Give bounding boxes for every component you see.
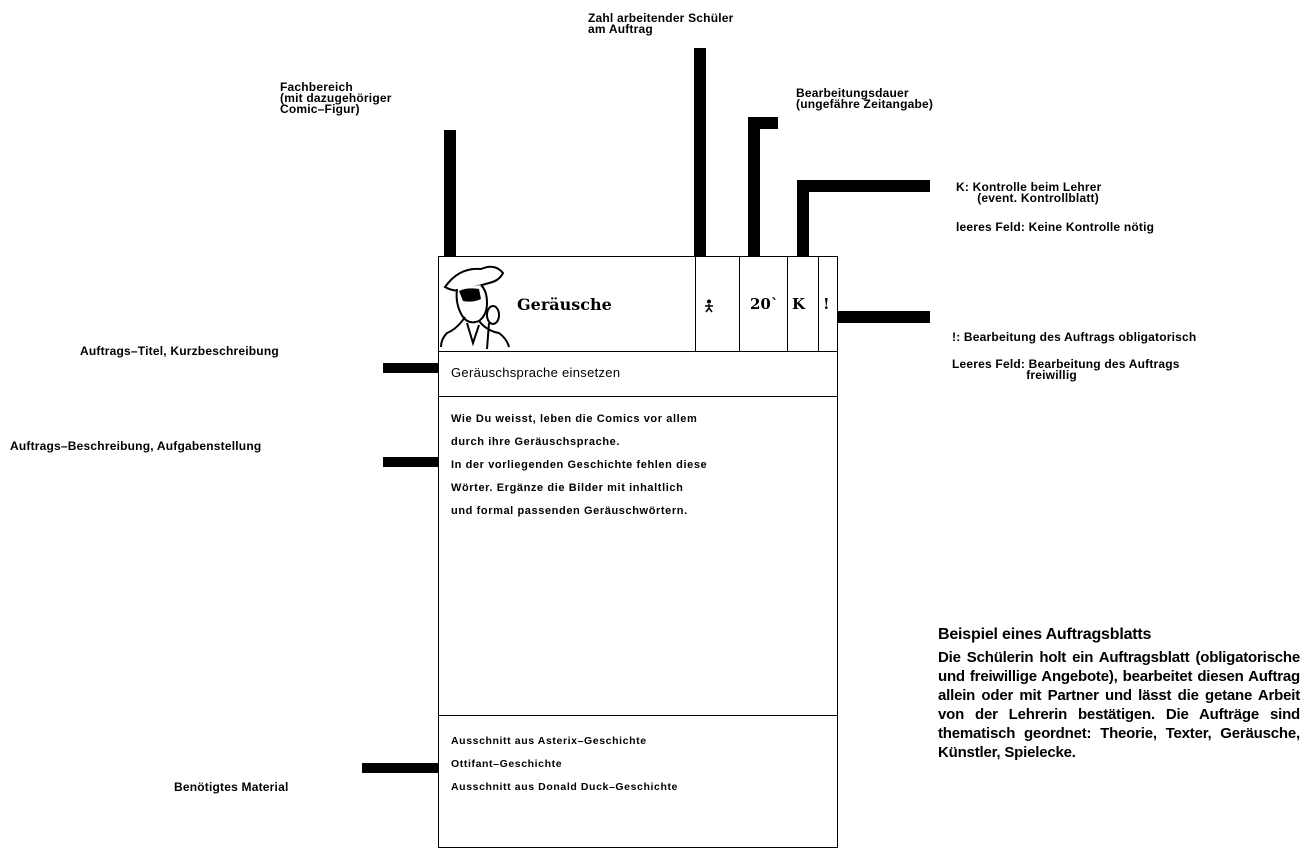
label-obligatorisch: !: Bearbeitung des Auftrags obligatorisc… bbox=[952, 330, 1197, 344]
mandatory-value: ! bbox=[823, 295, 830, 313]
connector-kontrolle-h bbox=[797, 180, 930, 192]
connector-schueler bbox=[694, 48, 706, 257]
label-auftrags-titel: Auftrags–Titel, Kurzbeschreibung bbox=[80, 344, 279, 358]
label-kontrolle: K: Kontrolle beim Lehrer (event. Kontrol… bbox=[956, 180, 1102, 205]
connector-kontrolle-v bbox=[797, 180, 809, 257]
control-value: K bbox=[792, 295, 806, 313]
label-material: Benötigtes Material bbox=[174, 780, 289, 794]
material-item: Ausschnitt aus Asterix–Geschichte bbox=[451, 735, 647, 747]
caption-heading: Beispiel eines Auftragsblatts bbox=[938, 626, 1152, 643]
connector-dauer-v bbox=[748, 117, 760, 257]
label-freiwillig: Leeres Feld: Bearbeitung des Auftrags fr… bbox=[952, 357, 1180, 382]
description-line: Wie Du weisst, leben die Comics vor alle… bbox=[451, 413, 698, 425]
duration-value: 20` bbox=[750, 295, 779, 313]
header-divider bbox=[818, 257, 819, 351]
description-line: und formal passenden Geräuschwörtern. bbox=[451, 505, 688, 517]
description-line: Wörter. Ergänze die Bilder mit inhaltlic… bbox=[451, 482, 684, 494]
card-description: Wie Du weisst, leben die Comics vor alle… bbox=[451, 413, 707, 528]
material-item: Ausschnitt aus Donald Duck–Geschichte bbox=[451, 781, 679, 793]
description-line: In der vorliegenden Geschichte fehlen di… bbox=[451, 459, 708, 471]
material-separator bbox=[439, 715, 837, 716]
connector-titel bbox=[383, 363, 439, 373]
connector-beschreibung bbox=[383, 457, 439, 467]
person-icon bbox=[705, 299, 713, 313]
material-item: Ottifant–Geschichte bbox=[451, 758, 563, 770]
comic-figure-icon bbox=[440, 265, 510, 350]
card-subtitle-row: Geräuschsprache einsetzen bbox=[439, 352, 837, 397]
card-material: Ausschnitt aus Asterix–Geschichte Ottifa… bbox=[451, 735, 678, 804]
label-bearbeitungsdauer: Bearbeitungsdauer (ungefähre Zeitangabe) bbox=[796, 86, 934, 111]
card-subtitle: Geräuschsprache einsetzen bbox=[451, 365, 621, 380]
header-divider bbox=[739, 257, 740, 351]
auftragsblatt-card: Geräusche 20` K ! Geräuschsprache einset… bbox=[438, 256, 838, 848]
connector-fachbereich bbox=[444, 130, 456, 257]
connector-material bbox=[362, 763, 439, 773]
header-divider bbox=[695, 257, 696, 351]
connector-dauer-h bbox=[748, 117, 778, 129]
label-zahl-schueler: Zahl arbeitender Schüler am Auftrag bbox=[588, 11, 734, 36]
label-auftrags-beschreibung: Auftrags–Beschreibung, Aufgabenstellung bbox=[10, 439, 262, 453]
label-keine-kontrolle: leeres Feld: Keine Kontrolle nötig bbox=[956, 220, 1155, 234]
label-fachbereich: Fachbereich (mit dazugehöriger Comic–Fig… bbox=[280, 80, 392, 116]
description-line: durch ihre Geräuschsprache. bbox=[451, 436, 621, 448]
card-header: Geräusche 20` K ! bbox=[439, 257, 837, 352]
card-title: Geräusche bbox=[517, 295, 612, 314]
caption-body: Die Schülerin holt ein Auftragsblatt (ob… bbox=[938, 649, 1300, 761]
header-divider bbox=[787, 257, 788, 351]
connector-obligatorisch bbox=[836, 311, 930, 323]
